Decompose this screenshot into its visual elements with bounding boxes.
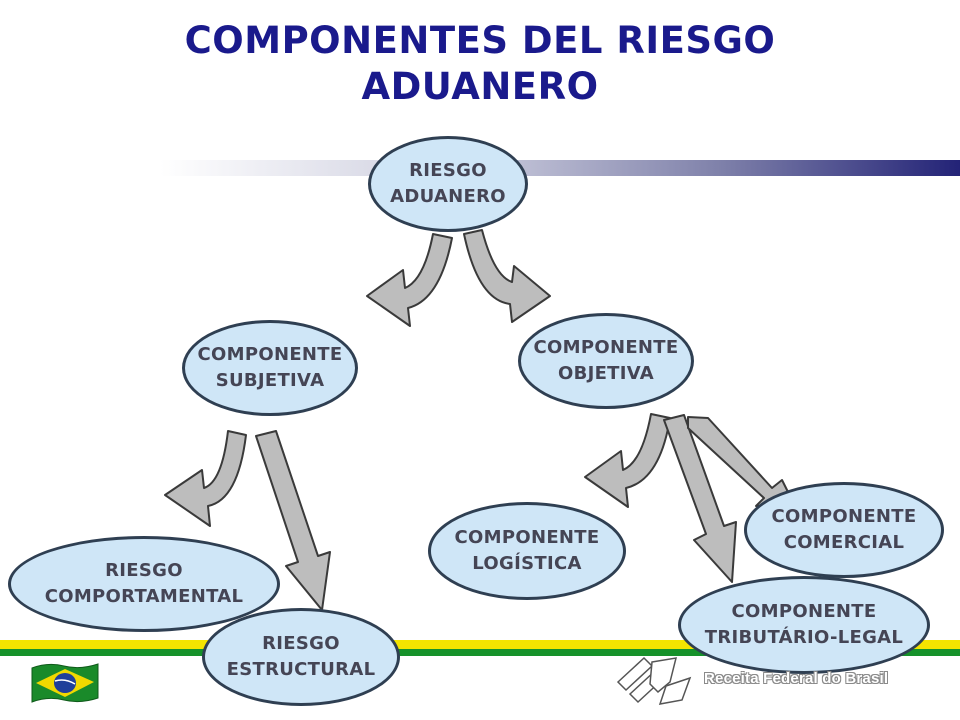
footer-green-stripe [0, 649, 960, 656]
footer-yellow-stripe [0, 640, 960, 649]
node-componente-comercial-label: COMPONENTE COMERCIAL [771, 506, 917, 553]
arrow-objetiva-to-tributario [663, 414, 737, 583]
arrow-objetiva-to-logistica [584, 413, 671, 508]
decorative-gradient-bar [160, 160, 960, 176]
arrow-root-to-subjetiva [366, 233, 453, 327]
page-title: COMPONENTES DEL RIESGO ADUANERO [0, 18, 960, 110]
title-line-2: ADUANERO [361, 65, 599, 108]
node-componente-subjetiva-label: COMPONENTE SUBJETIVA [197, 344, 343, 391]
node-componente-tributario-legal-label: COMPONENTE TRIBUTÁRIO-LEGAL [704, 601, 904, 648]
node-componente-objetiva: COMPONENTE OBJETIVA [518, 313, 694, 409]
node-riesgo-estructural: RIESGO ESTRUCTURAL [202, 608, 400, 706]
node-componente-objetiva-label: COMPONENTE OBJETIVA [533, 337, 679, 384]
arrow-root-to-objetiva [463, 229, 551, 323]
node-riesgo-aduanero-label: RIESGO ADUANERO [390, 160, 506, 207]
brazil-flag-icon [31, 663, 99, 703]
receita-federal-name: Receita Federal do Brasil [704, 670, 889, 687]
arrow-subjetiva-to-comportamental [164, 430, 247, 527]
node-riesgo-aduanero: RIESGO ADUANERO [368, 136, 528, 232]
node-riesgo-comportamental-label: RIESGO COMPORTAMENTAL [44, 560, 244, 607]
node-componente-comercial: COMPONENTE COMERCIAL [744, 482, 944, 578]
node-componente-logistica: COMPONENTE LOGÍSTICA [428, 502, 626, 600]
receita-federal-logo-icon [616, 656, 692, 705]
title-line-1: COMPONENTES DEL RIESGO [184, 19, 776, 62]
node-riesgo-estructural-label: RIESGO ESTRUCTURAL [226, 633, 376, 680]
node-riesgo-comportamental: RIESGO COMPORTAMENTAL [8, 536, 280, 632]
node-componente-tributario-legal: COMPONENTE TRIBUTÁRIO-LEGAL [678, 576, 930, 674]
node-componente-logistica-label: COMPONENTE LOGÍSTICA [454, 527, 600, 574]
node-componente-subjetiva: COMPONENTE SUBJETIVA [182, 320, 358, 416]
arrow-subjetiva-to-estructural [255, 430, 331, 611]
